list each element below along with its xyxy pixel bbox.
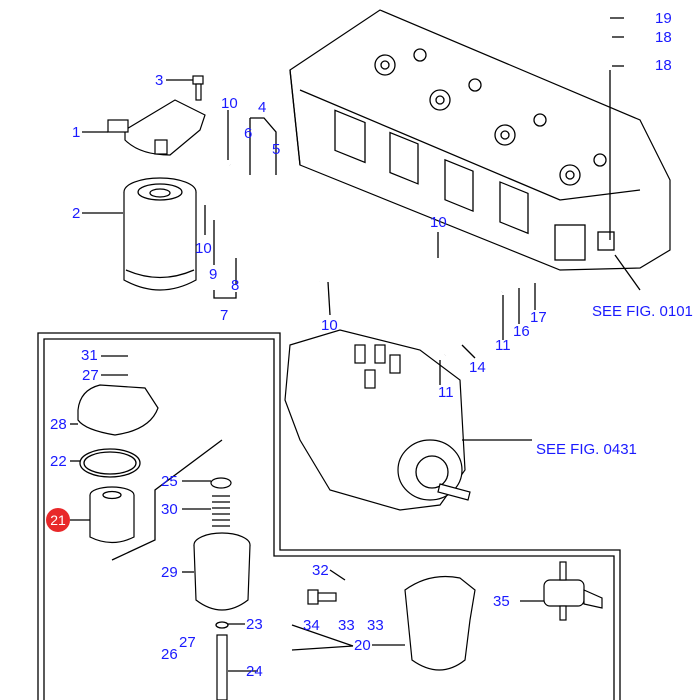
callout-27-bottom[interactable]: 27 (179, 634, 196, 651)
callout-29[interactable]: 29 (161, 564, 178, 581)
callout-6[interactable]: 6 (244, 125, 253, 142)
callout-16[interactable]: 16 (513, 323, 530, 340)
callout-4[interactable]: 4 (258, 99, 267, 116)
callout-19[interactable]: 19 (655, 10, 672, 27)
callout-14[interactable]: 14 (469, 359, 486, 376)
see-fig-0431-link[interactable]: SEE FIG. 0431 (536, 441, 637, 458)
fuel-injection-pump (284, 329, 471, 511)
callout-23[interactable]: 23 (246, 616, 263, 633)
callout-3[interactable]: 3 (155, 72, 164, 89)
callout-35[interactable]: 35 (493, 593, 510, 610)
water-separator-part-20 (404, 575, 476, 671)
callout-30[interactable]: 30 (161, 501, 178, 518)
cylinder-head (289, 9, 671, 271)
banjo-bolt-part-34 (307, 589, 337, 605)
drain-rod-part-24 (215, 621, 229, 700)
see-fig-0101-link[interactable]: SEE FIG. 0101 (592, 303, 693, 320)
callout-34[interactable]: 34 (303, 617, 320, 634)
callout-31[interactable]: 31 (81, 347, 98, 364)
callout-18-lower[interactable]: 18 (655, 57, 672, 74)
callout-27-top[interactable]: 27 (82, 367, 99, 384)
callout-22[interactable]: 22 (50, 453, 67, 470)
callout-32[interactable]: 32 (312, 562, 329, 579)
callout-17[interactable]: 17 (530, 309, 547, 326)
filter-element-part-21 (89, 486, 135, 544)
fuel-filter-part-2 (123, 177, 197, 291)
callout-11-lower[interactable]: 11 (438, 384, 454, 401)
leader-lines (70, 17, 641, 672)
callout-10-filter-outlet[interactable]: 10 (195, 240, 212, 257)
callout-20[interactable]: 20 (354, 637, 371, 654)
fuel-hoses (209, 163, 504, 357)
bolt-part-3 (192, 75, 204, 101)
callout-28[interactable]: 28 (50, 416, 67, 433)
callout-5[interactable]: 5 (272, 141, 281, 158)
callout-21-highlighted[interactable]: 21 (46, 508, 70, 532)
fuel-pump-part-35 (543, 561, 603, 621)
washer-part-25 (210, 477, 232, 489)
callout-10-return[interactable]: 10 (430, 214, 447, 231)
o-ring-part-22 (79, 448, 141, 478)
callout-24[interactable]: 24 (246, 663, 263, 680)
callout-9[interactable]: 9 (209, 266, 218, 283)
callout-8[interactable]: 8 (231, 277, 240, 294)
callout-33-left[interactable]: 33 (338, 617, 355, 634)
callout-26[interactable]: 26 (161, 646, 178, 663)
bowl-part-29 (193, 532, 251, 611)
callout-18-upper[interactable]: 18 (655, 29, 672, 46)
filter-cover-part-28 (77, 384, 159, 436)
callout-10-filter-head[interactable]: 10 (221, 95, 238, 112)
filter-head-part-1 (107, 99, 206, 156)
callout-7[interactable]: 7 (220, 307, 229, 324)
callout-2[interactable]: 2 (72, 205, 81, 222)
callout-1[interactable]: 1 (72, 124, 81, 141)
callout-10-pump-inlet[interactable]: 10 (321, 317, 338, 334)
inset-frame (37, 332, 621, 700)
callout-11-upper[interactable]: 11 (495, 337, 511, 354)
callout-33-right[interactable]: 33 (367, 617, 384, 634)
spring-part-30 (212, 495, 230, 527)
callout-25[interactable]: 25 (161, 473, 178, 490)
